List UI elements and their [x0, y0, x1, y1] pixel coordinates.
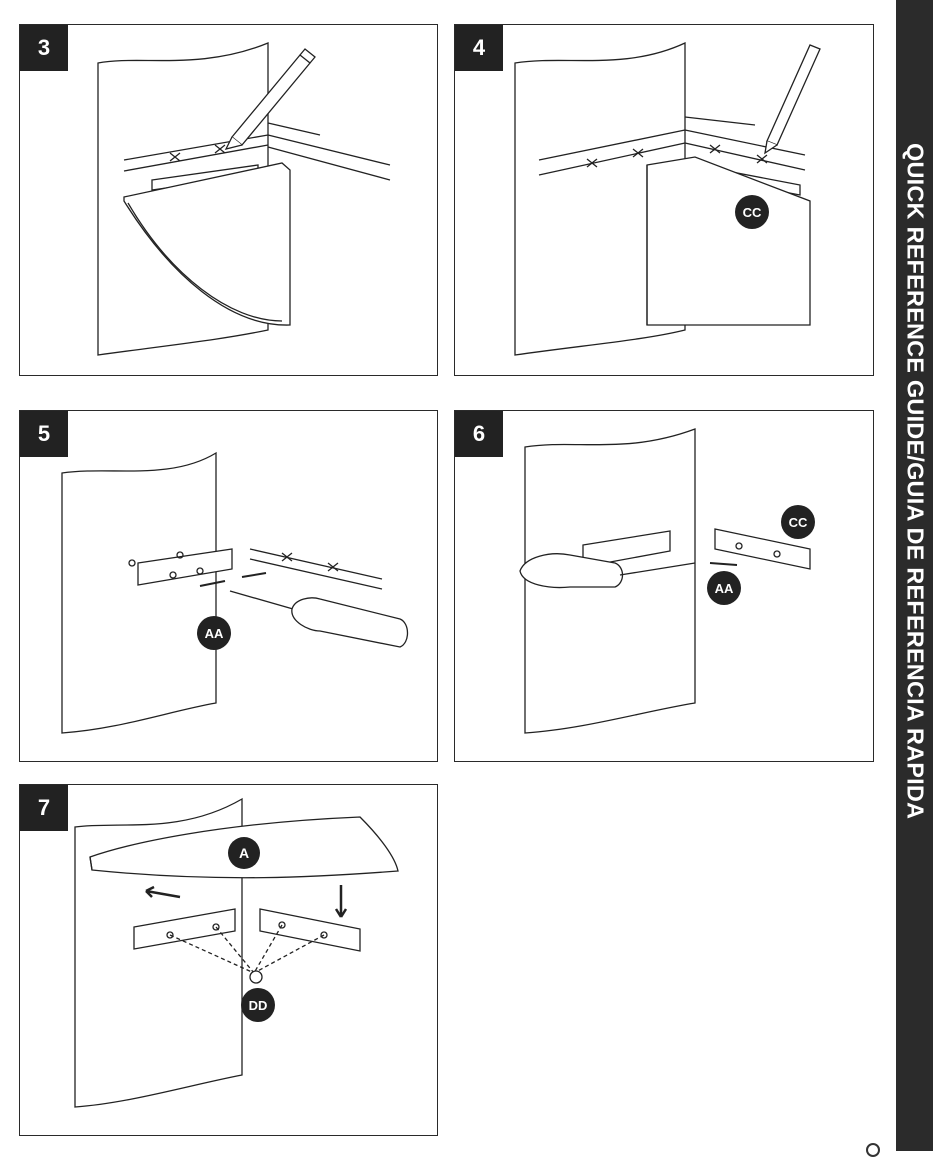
screwdriver-shaft: [619, 562, 696, 576]
right-bracket: [259, 908, 361, 952]
step-3-number: 3: [20, 25, 68, 71]
dd-hardware: [249, 970, 263, 984]
pencil: [231, 54, 311, 146]
bracket: [137, 548, 233, 586]
step-4-panel: 4 CC: [454, 24, 874, 376]
step-5-number: 5: [20, 411, 68, 457]
step-7-number: 7: [20, 785, 68, 831]
wall-edge: [74, 797, 243, 1108]
shelf: [89, 816, 399, 879]
screwdriver-shaft: [229, 590, 301, 612]
step-4-illustration: [514, 41, 821, 356]
wall-edge: [97, 42, 269, 356]
step-4-number: 4: [455, 25, 503, 71]
shelf: [123, 162, 291, 326]
screw: [709, 562, 738, 566]
step-7-illustration: [74, 797, 399, 1108]
wall-edge: [524, 428, 696, 734]
step-3-panel: 3: [19, 24, 438, 376]
wall-edge: [514, 41, 686, 356]
screw: [199, 572, 267, 587]
left-bracket: [133, 908, 236, 950]
sidebar-tab: QUICK REFERENCE GUIDE/GUIA DE REFERENCIA…: [896, 0, 933, 1151]
loose-bracket: [714, 528, 811, 570]
wall-edge: [61, 451, 217, 734]
step-6-panel: 6 CC AA: [454, 410, 874, 762]
step-5-illustration: [61, 451, 409, 734]
step-6-number: 6: [455, 411, 503, 457]
sidebar-title: QUICK REFERENCE GUIDE/GUIA DE REFERENCIA…: [902, 143, 928, 820]
arrow-down: [334, 885, 348, 918]
screwdriver-handle: [291, 597, 409, 648]
step-6-illustration: [519, 428, 811, 734]
pencil: [766, 44, 821, 146]
page-marker-icon: [866, 1143, 880, 1157]
step-7-panel: 7 A DD: [19, 784, 438, 1136]
step-5-panel: 5 AA: [19, 410, 438, 762]
arrow-left: [145, 885, 181, 899]
step-3-illustration: [97, 42, 391, 356]
